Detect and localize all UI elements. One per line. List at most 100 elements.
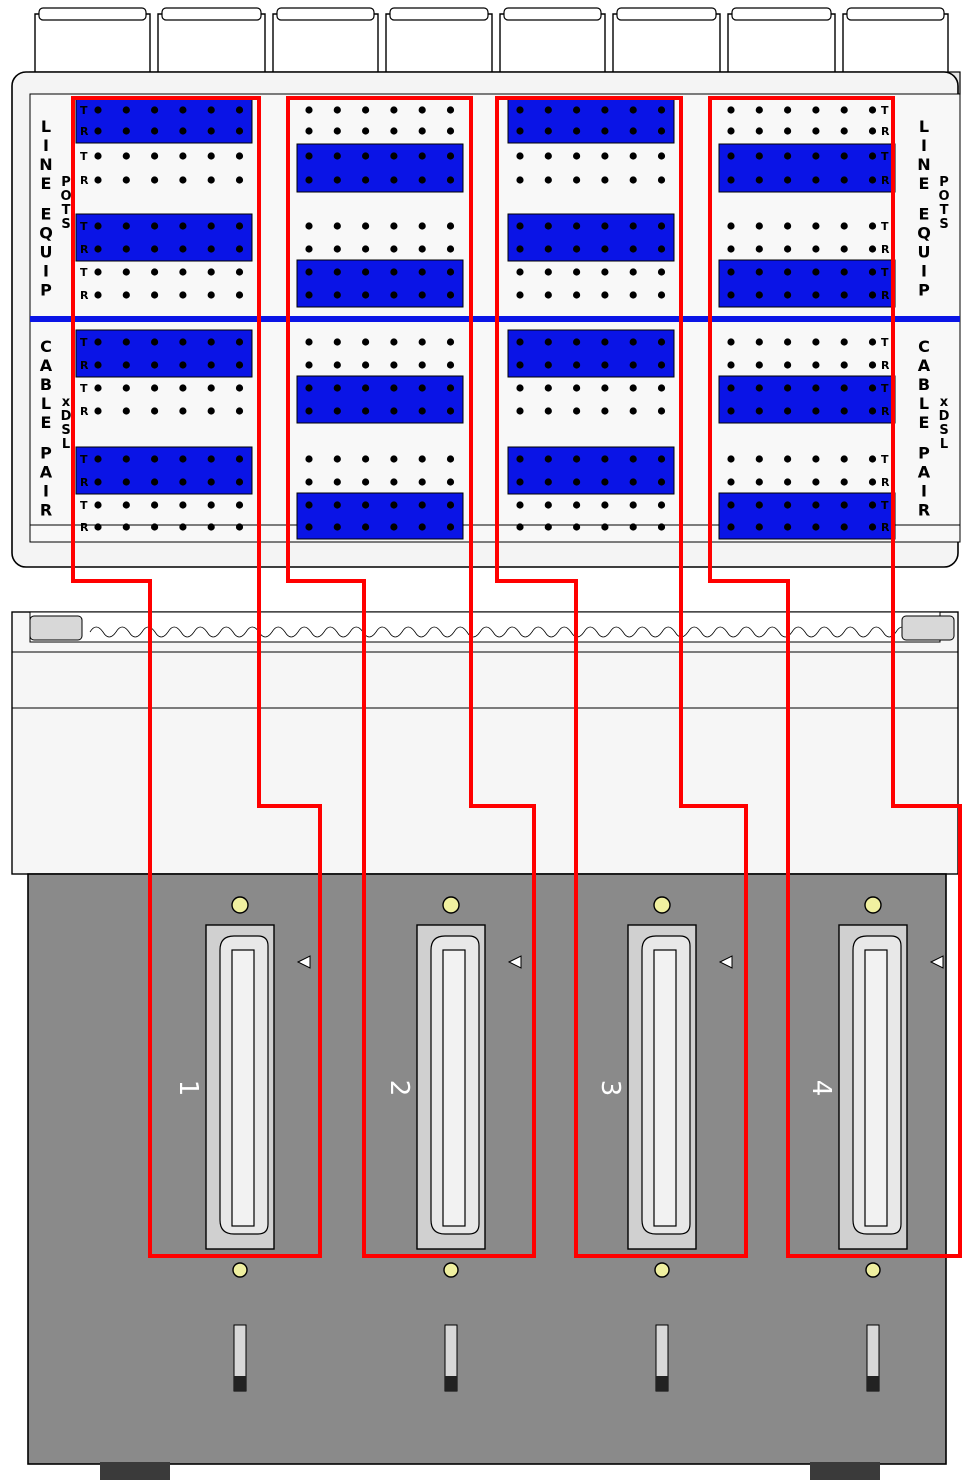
pin	[516, 455, 524, 463]
pin	[207, 222, 215, 230]
housing-ridge	[791, 626, 819, 638]
pin	[151, 106, 159, 114]
blue-termination-strip	[718, 143, 896, 193]
pin	[94, 501, 102, 509]
pin	[207, 523, 215, 531]
pin	[868, 268, 877, 276]
pin	[122, 106, 130, 114]
housing-ridge	[583, 626, 611, 638]
pin	[122, 455, 130, 463]
pin	[601, 222, 609, 230]
pin	[544, 523, 552, 531]
pin	[544, 127, 552, 135]
panel-handle	[385, 13, 493, 72]
housing-ridge	[609, 626, 637, 638]
pin	[727, 268, 735, 276]
blue-termination-strip	[75, 446, 253, 495]
pin	[333, 127, 341, 135]
pin	[601, 338, 609, 346]
tip-label-right: T	[881, 499, 889, 512]
pin	[516, 291, 524, 299]
pin	[727, 501, 735, 509]
pin	[362, 407, 370, 415]
pin	[235, 523, 244, 531]
pin	[94, 291, 102, 299]
pin	[544, 291, 552, 299]
pin	[629, 127, 637, 135]
pin	[235, 384, 244, 392]
pin	[601, 501, 609, 509]
housing-body	[11, 611, 959, 875]
connector-screw-top	[864, 896, 882, 914]
pin	[446, 407, 455, 415]
pin	[94, 478, 102, 486]
pin	[868, 291, 877, 299]
pin	[418, 455, 426, 463]
pin	[235, 407, 244, 415]
pin	[727, 106, 735, 114]
pin	[657, 338, 666, 346]
panel-handle	[34, 13, 151, 72]
pin	[812, 478, 820, 486]
housing-ridge	[531, 626, 559, 638]
pin	[446, 245, 455, 253]
pin	[755, 127, 763, 135]
pin	[544, 501, 552, 509]
pin	[151, 338, 159, 346]
pin	[516, 384, 524, 392]
pin	[629, 222, 637, 230]
pin	[122, 407, 130, 415]
pin	[179, 127, 187, 135]
pin	[390, 523, 398, 531]
pin	[333, 106, 341, 114]
pin	[390, 127, 398, 135]
pin	[516, 127, 524, 135]
pin	[235, 361, 244, 369]
pin	[544, 152, 552, 160]
pin	[544, 106, 552, 114]
pin	[122, 361, 130, 369]
pin	[122, 501, 130, 509]
blue-termination-strip	[296, 492, 464, 540]
tip-label-right: T	[881, 453, 889, 466]
tip-label-left: T	[80, 453, 88, 466]
pin	[755, 176, 763, 184]
pin	[840, 478, 848, 486]
pin	[390, 407, 398, 415]
housing-ridge	[557, 626, 585, 638]
panel-handle	[272, 13, 379, 72]
pin	[235, 127, 244, 135]
pin	[868, 407, 877, 415]
pin	[305, 245, 313, 253]
pin	[94, 152, 102, 160]
pin	[629, 478, 637, 486]
pin	[784, 127, 792, 135]
latch-tip	[656, 1376, 668, 1391]
pin	[840, 407, 848, 415]
pin	[390, 384, 398, 392]
pin	[235, 478, 244, 486]
blue-termination-strip	[296, 259, 464, 308]
housing-ridge	[89, 626, 117, 638]
pin	[151, 176, 159, 184]
pin	[207, 407, 215, 415]
pin	[516, 176, 524, 184]
ring-label-left: R	[80, 476, 89, 489]
red-trace-group-3	[495, 96, 748, 1258]
pin	[305, 455, 313, 463]
pin	[122, 222, 130, 230]
pin	[333, 523, 341, 531]
latch-tip	[234, 1376, 246, 1391]
pin	[516, 523, 524, 531]
pin	[151, 384, 159, 392]
pin	[333, 478, 341, 486]
handle-grip	[389, 7, 489, 21]
pin	[362, 152, 370, 160]
pin	[727, 176, 735, 184]
pin	[362, 338, 370, 346]
pin	[755, 222, 763, 230]
pin	[446, 455, 455, 463]
ring-label-left: R	[80, 405, 89, 418]
